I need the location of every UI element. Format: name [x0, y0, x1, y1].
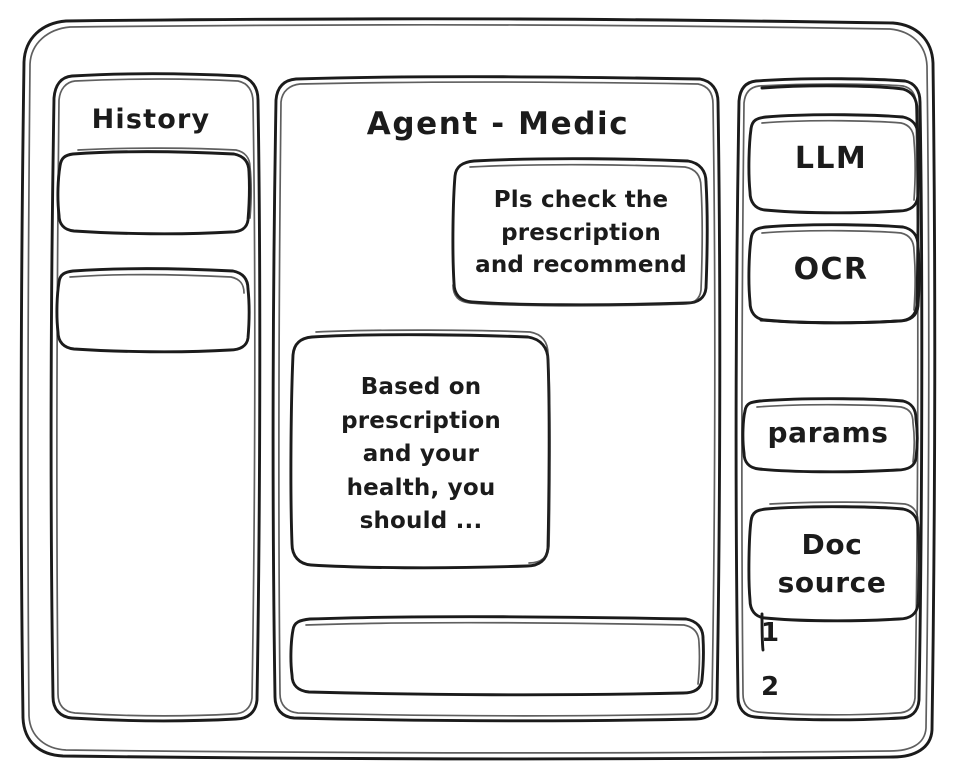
page-title: Agent - Medic [366, 105, 630, 142]
tool-button-ocr[interactable]: OCR [793, 251, 869, 287]
agent-message-bubble: Based on prescription and your health, y… [341, 374, 501, 535]
history-item[interactable] [58, 268, 248, 348]
user-message-bubble: Pls check the prescription and recommend [475, 187, 687, 279]
params-button[interactable]: params [767, 415, 889, 449]
history-item[interactable] [58, 152, 248, 230]
tool-button-llm[interactable]: LLM [794, 140, 868, 176]
history-panel-title: History [91, 104, 211, 136]
doc-source-item[interactable]: 2 [761, 672, 780, 703]
doc-source-button[interactable]: Doc source [777, 528, 887, 599]
doc-source-item[interactable]: 1 [761, 618, 780, 649]
message-input[interactable] [294, 618, 700, 686]
